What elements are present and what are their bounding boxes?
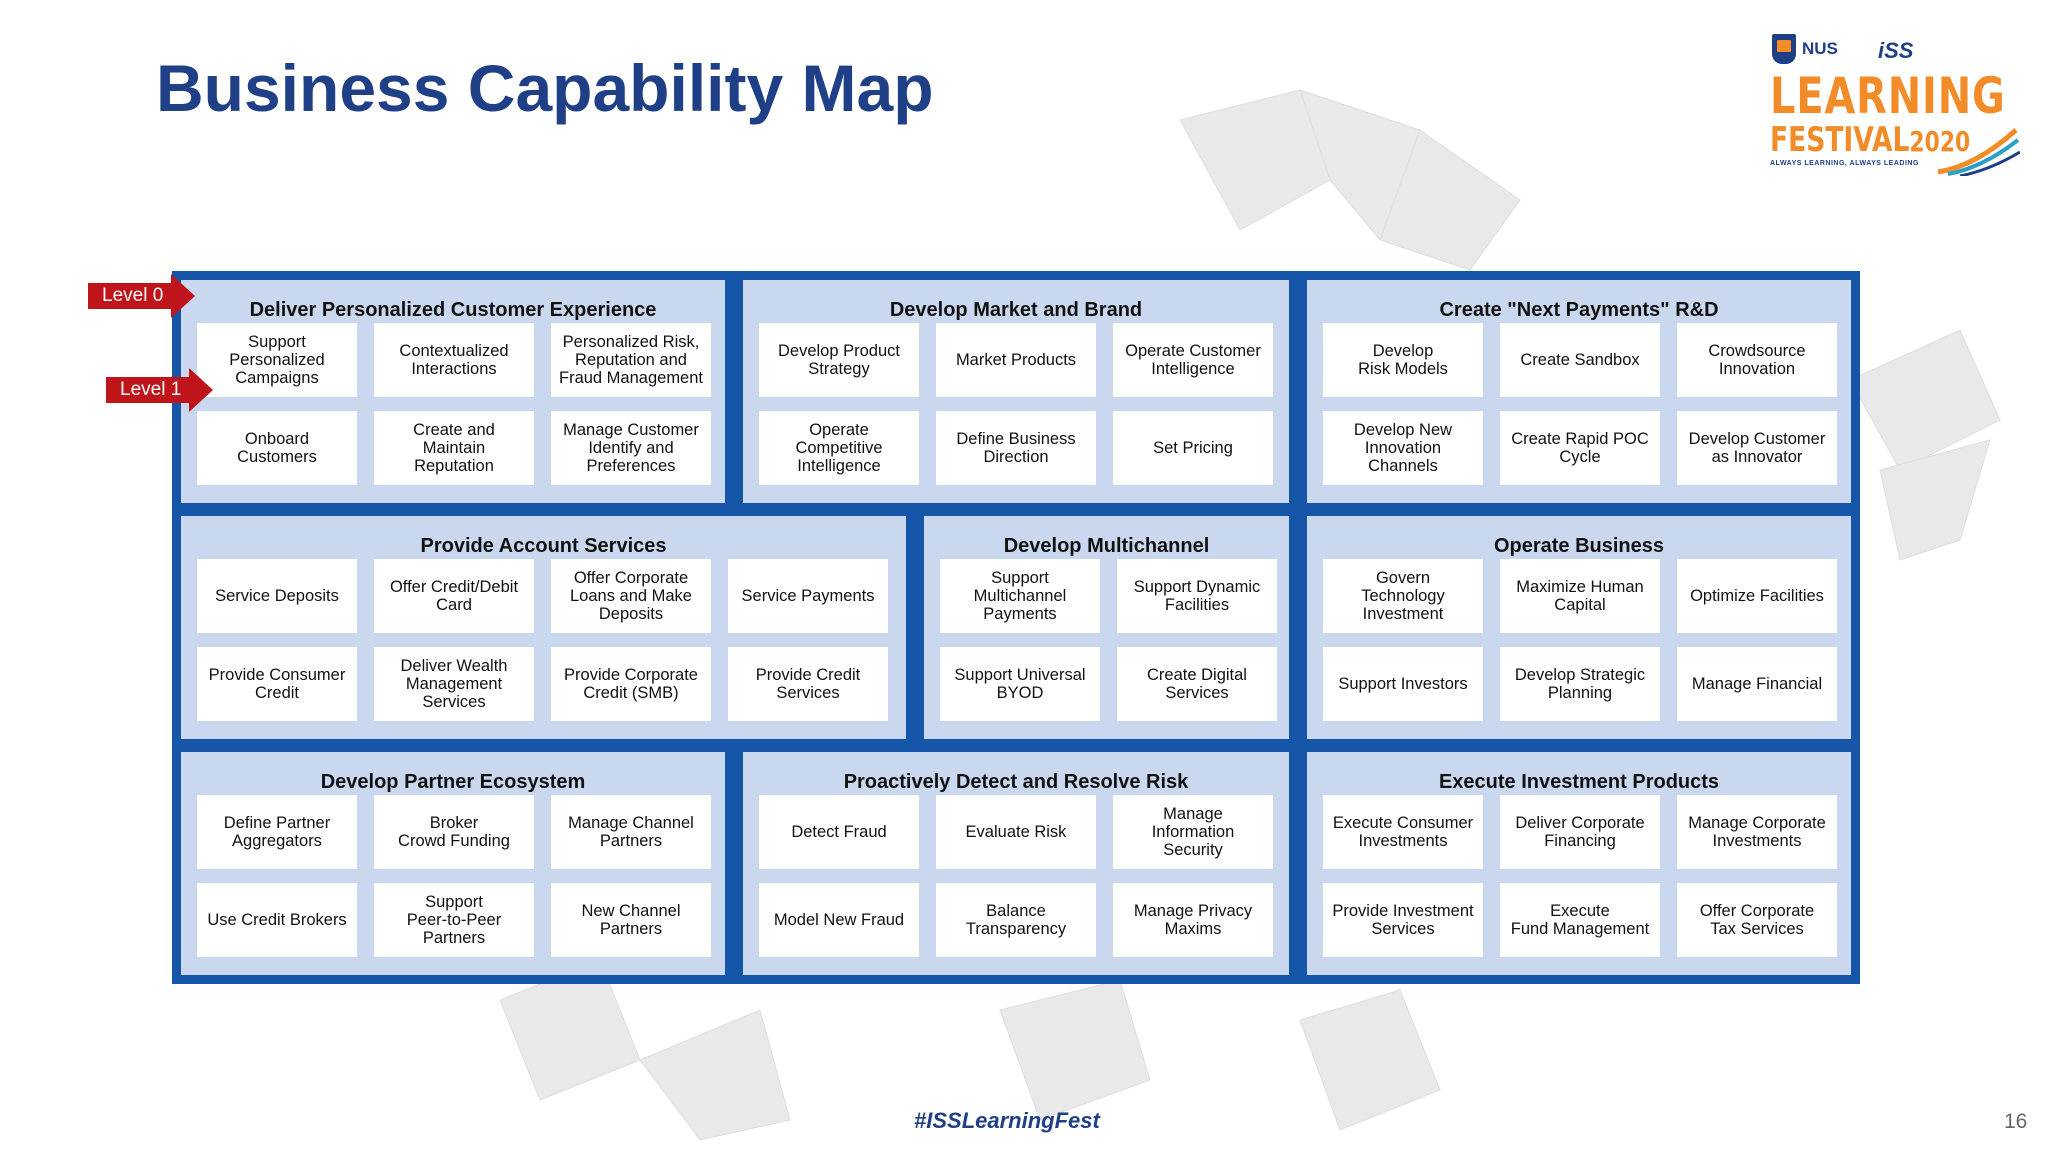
capability-box: Detect Fraud [759, 795, 919, 869]
capability-box: Manage Financial [1677, 647, 1837, 721]
capability-box: Support Peer-to-Peer Partners [374, 883, 534, 957]
capability-box: Provide Corporate Credit (SMB) [551, 647, 711, 721]
level-1-marker: Level 1 [106, 368, 214, 412]
capability-box: Deliver Wealth Management Services [374, 647, 534, 721]
swoosh-icon [1937, 128, 2020, 176]
capability-box: Use Credit Brokers [197, 883, 357, 957]
capability-box: Broker Crowd Funding [374, 795, 534, 869]
capability-box: Onboard Customers [197, 411, 357, 485]
nus-text: NUS [1802, 39, 1838, 58]
capability-box: Manage Information Security [1113, 795, 1273, 869]
capability-box: Create Sandbox [1500, 323, 1660, 397]
capability-box: Provide Investment Services [1323, 883, 1483, 957]
arrow-right-icon [171, 274, 196, 318]
logo-line1: LEARNING [1770, 67, 2006, 125]
level-0-label: Level 0 [88, 283, 172, 309]
capability-box: Support Universal BYOD [940, 647, 1100, 721]
capability-box: Manage Corporate Investments [1677, 795, 1837, 869]
capability-box: Manage Customer Identify and Preferences [551, 411, 711, 485]
group-title: Provide Account Services [420, 535, 667, 557]
group-title: Proactively Detect and Resolve Risk [843, 771, 1189, 793]
capability-box: Manage Channel Partners [551, 795, 711, 869]
capability-box: Service Deposits [197, 559, 357, 633]
capability-box: Set Pricing [1113, 411, 1273, 485]
capability-box: Operate Competitive Intelligence [759, 411, 919, 485]
capability-box: Support Multichannel Payments [940, 559, 1100, 633]
capability-box: Offer Corporate Loans and Make Deposits [551, 559, 711, 633]
capability-box: Define Partner Aggregators [197, 795, 357, 869]
capability-box: Deliver Corporate Financing [1500, 795, 1660, 869]
capability-box: Govern Technology Investment [1323, 559, 1483, 633]
footer-hashtag: #ISSLearningFest [914, 1108, 1100, 1133]
capability-box: Develop Customer as Innovator [1677, 411, 1837, 485]
learning-festival-logo: NUS iSS LEARNING FESTIVAL2020 ALWAYS LEA… [1768, 30, 2020, 180]
group-title: Develop Partner Ecosystem [320, 771, 586, 793]
capability-box: Balance Transparency [936, 883, 1096, 957]
capability-box: Service Payments [728, 559, 888, 633]
capability-box: Market Products [936, 323, 1096, 397]
capability-box: Develop Risk Models [1323, 323, 1483, 397]
level-1-label: Level 1 [106, 377, 190, 403]
capability-box: Create and Maintain Reputation [374, 411, 534, 485]
capability-box: Execute Fund Management [1500, 883, 1660, 957]
level-0-marker: Level 0 [88, 274, 196, 318]
logo-year: 2020 [1909, 125, 1971, 158]
capability-box: Support Personalized Campaigns [197, 323, 357, 397]
nus-crest-icon [1772, 34, 1796, 64]
capability-box: Maximize Human Capital [1500, 559, 1660, 633]
capability-box: Manage Privacy Maxims [1113, 883, 1273, 957]
logo-tagline: ALWAYS LEARNING, ALWAYS LEADING [1770, 160, 1919, 167]
capability-map: Deliver Personalized Customer Experience… [172, 271, 1860, 984]
capability-box: Create Rapid POC Cycle [1500, 411, 1660, 485]
capability-box: Optimize Facilities [1677, 559, 1837, 633]
capability-box: New Channel Partners [551, 883, 711, 957]
capability-box: Support Dynamic Facilities [1117, 559, 1277, 633]
page-title: Business Capability Map [156, 51, 934, 125]
capability-box: Support Investors [1323, 647, 1483, 721]
capability-box: Provide Consumer Credit [197, 647, 357, 721]
group-title: Operate Business [1493, 535, 1665, 557]
arrow-right-icon [189, 368, 214, 412]
capability-group: Deliver Personalized Customer Experience… [181, 280, 725, 503]
capability-box: Develop New Innovation Channels [1323, 411, 1483, 485]
group-title: Create "Next Payments" R&D [1439, 299, 1719, 321]
capability-box: Evaluate Risk [936, 795, 1096, 869]
capability-box: Contextualized Interactions [374, 323, 534, 397]
group-title: Deliver Personalized Customer Experience [249, 299, 657, 321]
capability-box: Offer Credit/Debit Card [374, 559, 534, 633]
logo-festival: FESTIVAL [1770, 120, 1910, 160]
capability-box: Model New Fraud [759, 883, 919, 957]
capability-box: Offer Corporate Tax Services [1677, 883, 1837, 957]
capability-box: Personalized Risk, Reputation and Fraud … [551, 323, 711, 397]
nus-logo: NUS [1772, 34, 1838, 64]
iss-logo-text: iSS [1878, 38, 1914, 63]
capability-box: Develop Product Strategy [759, 323, 919, 397]
group-title: Develop Multichannel [1003, 535, 1210, 557]
capability-box: Execute Consumer Investments [1323, 795, 1483, 869]
logo-line2: FESTIVAL2020 [1770, 122, 1970, 160]
capability-box: Crowdsource Innovation [1677, 323, 1837, 397]
capability-box: Provide Credit Services [728, 647, 888, 721]
capability-box: Define Business Direction [936, 411, 1096, 485]
capability-box: Operate Customer Intelligence [1113, 323, 1273, 397]
group-title: Develop Market and Brand [889, 299, 1143, 321]
page-number: 16 [2004, 1110, 2028, 1133]
capability-box: Create Digital Services [1117, 647, 1277, 721]
group-title: Execute Investment Products [1438, 771, 1720, 793]
capability-box: Develop Strategic Planning [1500, 647, 1660, 721]
